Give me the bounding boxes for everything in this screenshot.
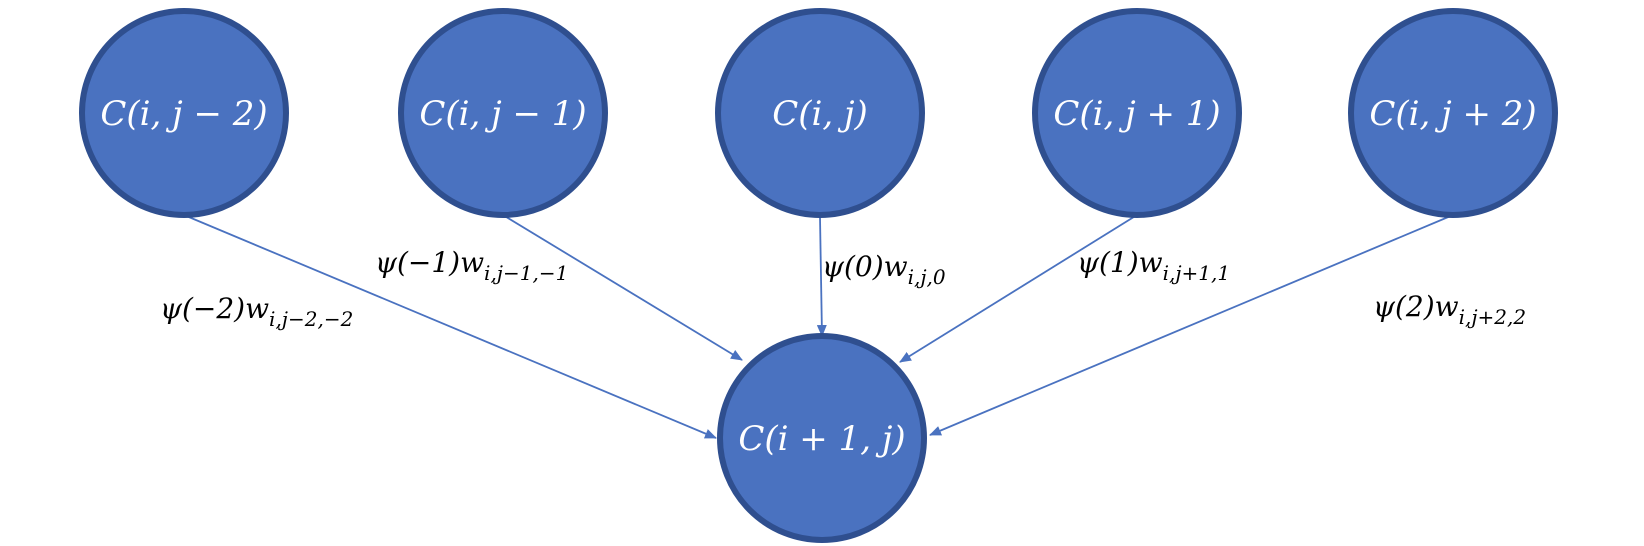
edge-n-0-to-target [816, 216, 827, 337]
node-label: C(i, j − 1) [419, 94, 586, 134]
node-label: C(i, j + 1) [1053, 94, 1220, 134]
edge-label-subscript: i,j+2,2 [1459, 305, 1527, 329]
edge-n-m2-to-target [183, 214, 717, 439]
node-c-i-j: C(i, j) [715, 8, 925, 218]
edge-n-p2-to-target [929, 214, 1454, 436]
node-label: C(i + 1, j) [738, 419, 905, 459]
edge-n-m1-to-target [502, 214, 743, 361]
node-c-i-j-minus-1: C(i, j − 1) [398, 8, 608, 218]
node-c-i-plus-1-j: C(i + 1, j) [717, 333, 927, 543]
node-c-i-j-plus-2: C(i, j + 2) [1348, 8, 1558, 218]
edge-label-subscript: i,j,0 [908, 265, 946, 289]
node-label: C(i, j − 2) [100, 94, 267, 134]
edge-label-main: ψ(−2)w [160, 292, 269, 325]
edge-label-main: ψ(−1)w [375, 246, 484, 279]
edge-label-main: ψ(2)w [1373, 290, 1459, 323]
edge-label-minus-2: ψ(−2)wi,j−2,−2 [160, 292, 353, 331]
node-c-i-j-minus-2: C(i, j − 2) [79, 8, 289, 218]
edges [183, 214, 1454, 439]
edge-label-subscript: i,j+1,1 [1163, 261, 1231, 285]
edge-label-plus-2: ψ(2)wi,j+2,2 [1373, 290, 1526, 329]
edge-label-plus-1: ψ(1)wi,j+1,1 [1077, 246, 1230, 285]
node-label: C(i, j) [772, 94, 868, 134]
edge-n-p1-to-target [899, 214, 1138, 363]
nodes: C(i, j − 2) C(i, j − 1) C(i, j) C(i, j +… [79, 8, 1558, 543]
edge-label-subscript: i,j−1,−1 [484, 261, 568, 285]
edge-label-minus-1: ψ(−1)wi,j−1,−1 [375, 246, 568, 285]
edge-label-main: ψ(1)w [1077, 246, 1163, 279]
edge-label-0: ψ(0)wi,j,0 [822, 250, 946, 289]
node-c-i-j-plus-1: C(i, j + 1) [1032, 8, 1242, 218]
edge-label-main: ψ(0)w [822, 250, 908, 283]
edge-labels: ψ(−2)wi,j−2,−2 ψ(−1)wi,j−1,−1 ψ(0)wi,j,0… [160, 246, 1526, 331]
node-label: C(i, j + 2) [1369, 94, 1536, 134]
edge-label-subscript: i,j−2,−2 [269, 307, 353, 331]
